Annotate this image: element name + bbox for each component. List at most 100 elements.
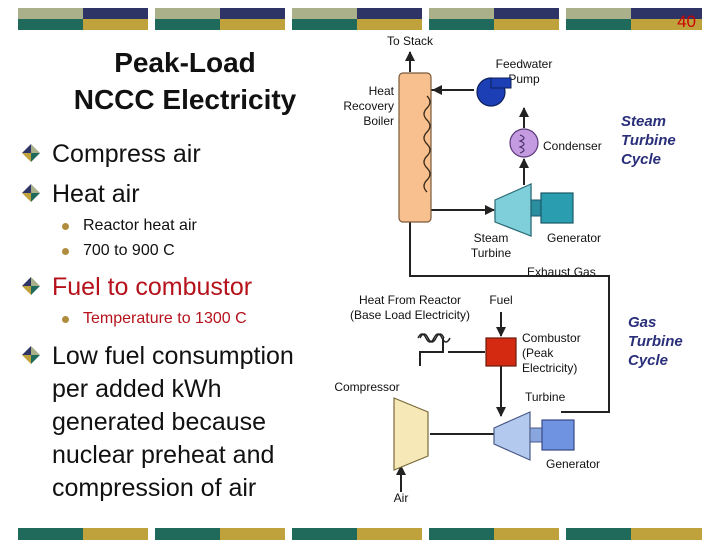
band-block <box>631 19 702 30</box>
boiler-coil <box>423 95 431 193</box>
sub-bullet-text: Temperature to 1300 C <box>83 310 247 327</box>
band-block <box>494 8 559 19</box>
band-block <box>494 19 559 30</box>
bullet-text-block: Low fuel consumption per added kWh gener… <box>52 340 294 505</box>
steam-generator-icon <box>540 192 574 224</box>
band-block <box>18 19 83 30</box>
bottom-decorative-band <box>0 528 720 540</box>
top-decorative-band <box>0 8 720 30</box>
steam-cycle-label-line: Cycle <box>621 151 661 168</box>
steam-turbine-label-line: Steam <box>474 231 509 245</box>
steam-generator-label: Generator <box>547 231 601 245</box>
band-block <box>429 528 494 540</box>
band-block <box>83 528 148 540</box>
reactor-heat-line <box>419 338 444 366</box>
feedwater-pump-label-line: Pump <box>508 72 540 86</box>
heat-from-reactor-label-line: Heat From Reactor <box>359 293 461 307</box>
gas-shaft <box>529 427 543 443</box>
combustor-label-line: (Peak <box>522 346 554 360</box>
sub-bullet: Reactor heat air <box>62 217 197 235</box>
bullet-text-line: compression of air <box>52 474 257 502</box>
bullet-diamond-icon <box>22 277 40 295</box>
sub-bullet-dot <box>62 315 69 323</box>
bullet-text: Heat air <box>52 180 140 208</box>
exhaust-gas-line <box>409 222 610 413</box>
band-block <box>155 528 220 540</box>
steam-cycle-label-line: Turbine <box>621 132 676 149</box>
reactor-heat-coil-icon <box>419 333 445 343</box>
steam-shaft <box>530 199 542 217</box>
compressor-label: Compressor <box>334 380 399 394</box>
steam-turbine-body <box>494 183 532 237</box>
band-block <box>220 528 285 540</box>
sub-bullet-text: Reactor heat air <box>83 217 197 234</box>
steam-cycle-label-line: Steam <box>621 113 666 130</box>
slide-title: Peak-Load NCCC Electricity <box>40 44 330 118</box>
band-block <box>631 8 702 19</box>
band-block <box>357 19 422 30</box>
title-line: Peak-Load <box>114 47 256 78</box>
gas-generator-icon <box>541 419 575 451</box>
band-block <box>494 528 559 540</box>
bullet-diamond-icon <box>22 144 40 162</box>
sub-bullet: 700 to 900 C <box>62 242 175 260</box>
bullet-text-line: Low fuel consumption <box>52 342 294 370</box>
condenser-coil <box>518 134 525 154</box>
sub-bullet-dot <box>62 222 69 230</box>
gas-generator-label: Generator <box>546 457 600 471</box>
sub-bullet-text: 700 to 900 C <box>83 242 175 259</box>
fuel-label: Fuel <box>489 293 512 307</box>
combustor-icon <box>485 337 517 367</box>
bullet-text-line: nuclear preheat and <box>52 441 275 469</box>
band-block <box>566 528 631 540</box>
bullet-item: Low fuel consumption per added kWh gener… <box>22 340 294 505</box>
air-label: Air <box>394 491 409 505</box>
band-block <box>155 19 220 30</box>
bullet-text-line: generated because <box>52 408 267 436</box>
band-block <box>292 19 357 30</box>
band-block <box>83 19 148 30</box>
bullet-item: Heat air <box>22 178 140 211</box>
band-block <box>357 528 422 540</box>
boiler-label-line: Boiler <box>363 114 394 128</box>
gas-cycle-label-line: Turbine <box>628 333 683 350</box>
pump-outlet <box>490 77 512 89</box>
compressor-icon <box>393 397 429 471</box>
bullet-text-line: per added kWh <box>52 375 222 403</box>
bullet-diamond-icon <box>22 184 40 202</box>
gas-turbine-icon <box>493 411 531 461</box>
gas-cycle-label-line: Cycle <box>628 352 668 369</box>
band-block <box>357 8 422 19</box>
steam-turbine-label-line: Turbine <box>471 246 512 260</box>
to-stack-label: To Stack <box>387 34 434 48</box>
band-block <box>292 528 357 540</box>
sub-bullet: Temperature to 1300 C <box>62 310 247 328</box>
combustor-label-line: Electricity) <box>522 361 577 375</box>
bullet-text: Compress air <box>52 140 201 168</box>
condenser-label: Condenser <box>543 139 602 153</box>
band-block <box>18 528 83 540</box>
bullet-item: Fuel to combustor <box>22 271 252 304</box>
bullet-item: Compress air <box>22 138 201 171</box>
boiler-label-line: Recovery <box>343 99 394 113</box>
gas-cycle-label-line: Gas <box>628 314 656 331</box>
band-block <box>220 19 285 30</box>
band-block <box>631 528 702 540</box>
boiler-label-line: Heat <box>369 84 395 98</box>
band-block <box>429 19 494 30</box>
band-block <box>83 8 148 19</box>
bullet-text: Fuel to combustor <box>52 273 253 301</box>
heat-recovery-boiler <box>398 72 432 223</box>
combustor-label-line: Combustor <box>522 331 581 345</box>
band-block <box>566 19 631 30</box>
slide-number: 40 <box>677 12 696 31</box>
bullet-diamond-icon <box>22 346 40 364</box>
reactor-heat-coil-loops <box>417 333 451 343</box>
title-line: NCCC Electricity <box>73 84 297 115</box>
feedwater-pump-label-line: Feedwater <box>496 57 553 71</box>
heat-from-reactor-label-line: (Base Load Electricity) <box>350 308 470 322</box>
turbine-label: Turbine <box>525 390 566 404</box>
band-block <box>220 8 285 19</box>
sub-bullet-dot <box>62 247 69 255</box>
